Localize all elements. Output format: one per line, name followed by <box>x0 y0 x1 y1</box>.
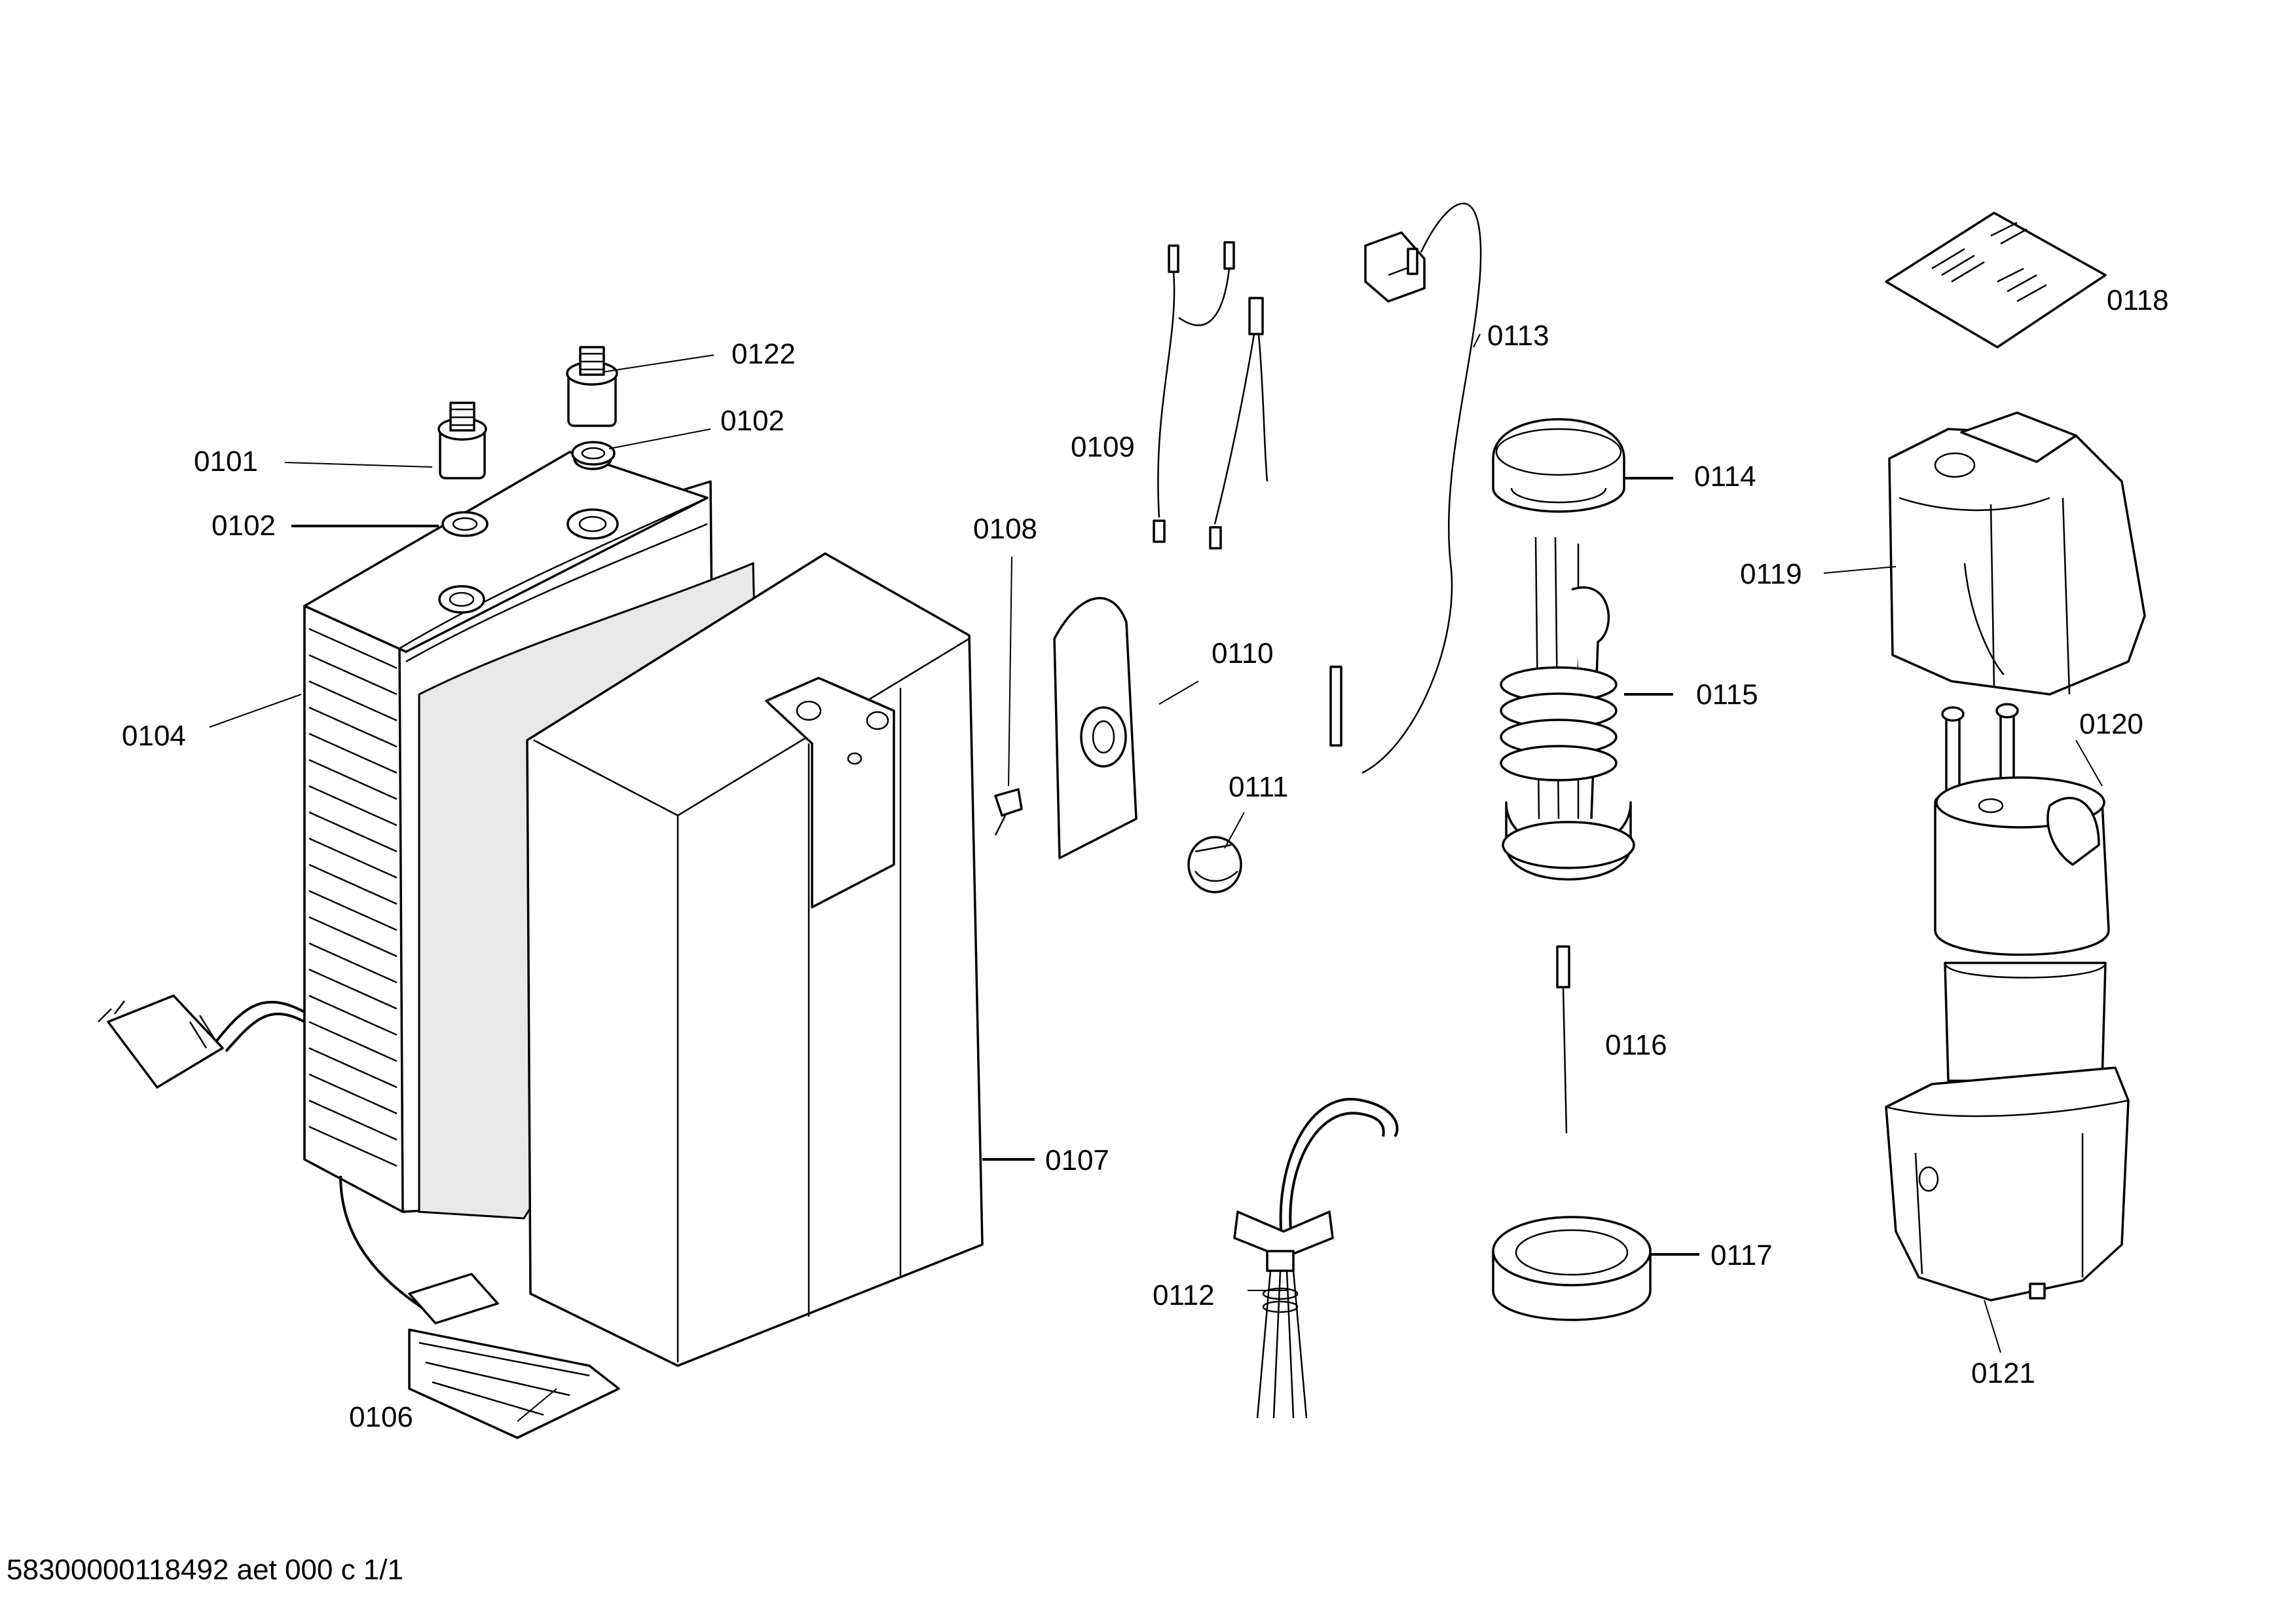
water-connector-right <box>566 346 618 427</box>
label-0110: 0110 <box>1212 637 1274 669</box>
label-0102-lower: 0102 <box>212 510 276 542</box>
control-knob <box>1187 836 1242 893</box>
label-0115: 0115 <box>1696 679 1758 711</box>
label-0118: 0118 <box>2107 284 2169 316</box>
seal-ring-top <box>1492 418 1625 513</box>
label-0121: 0121 <box>1971 1357 2035 1389</box>
label-0116: 0116 <box>1605 1029 1667 1061</box>
screw-bag <box>1885 212 2107 348</box>
terminal-block <box>408 1273 620 1439</box>
label-0101: 0101 <box>194 445 258 478</box>
label-0122: 0122 <box>731 338 796 370</box>
label-0106: 0106 <box>349 1401 413 1433</box>
label-0119: 0119 <box>1740 558 1802 590</box>
water-connector-left <box>437 402 487 479</box>
label-0111: 0111 <box>1229 771 1288 803</box>
tank-top-cap <box>1888 411 2146 696</box>
thermostat <box>1329 202 1482 774</box>
label-0113: 0113 <box>1487 320 1549 352</box>
tank-body <box>1934 703 2110 1097</box>
heating-element <box>1500 536 1635 881</box>
cable-set <box>1153 241 1268 550</box>
label-0114: 0114 <box>1694 460 1756 493</box>
power-cord-plug <box>98 994 427 1311</box>
temperature-sensor <box>1556 945 1570 1134</box>
clip <box>994 788 1023 836</box>
washer-upper <box>571 441 616 466</box>
washer-lower <box>441 511 489 537</box>
faucet <box>1233 1098 1399 1419</box>
label-0102-upper: 0102 <box>720 405 785 437</box>
front-cover <box>526 552 984 1367</box>
document-id: 58300000118492 aet 000 c 1/1 <box>7 1554 403 1586</box>
label-0117: 0117 <box>1711 1239 1773 1271</box>
label-0112: 0112 <box>1153 1279 1215 1311</box>
seal-ring-bottom <box>1492 1216 1652 1321</box>
label-0120: 0120 <box>2079 708 2143 740</box>
label-0107: 0107 <box>1045 1144 1109 1176</box>
leader-lines <box>209 333 2103 1422</box>
knob-panel <box>1053 597 1138 859</box>
part-labels: 0101 0102 0102 0122 0104 0106 0107 0108 … <box>122 284 2169 1433</box>
tank-bottom-cap <box>1885 1066 2130 1302</box>
label-0108: 0108 <box>973 513 1037 545</box>
label-0109: 0109 <box>1071 431 1135 463</box>
label-0104: 0104 <box>122 720 186 752</box>
